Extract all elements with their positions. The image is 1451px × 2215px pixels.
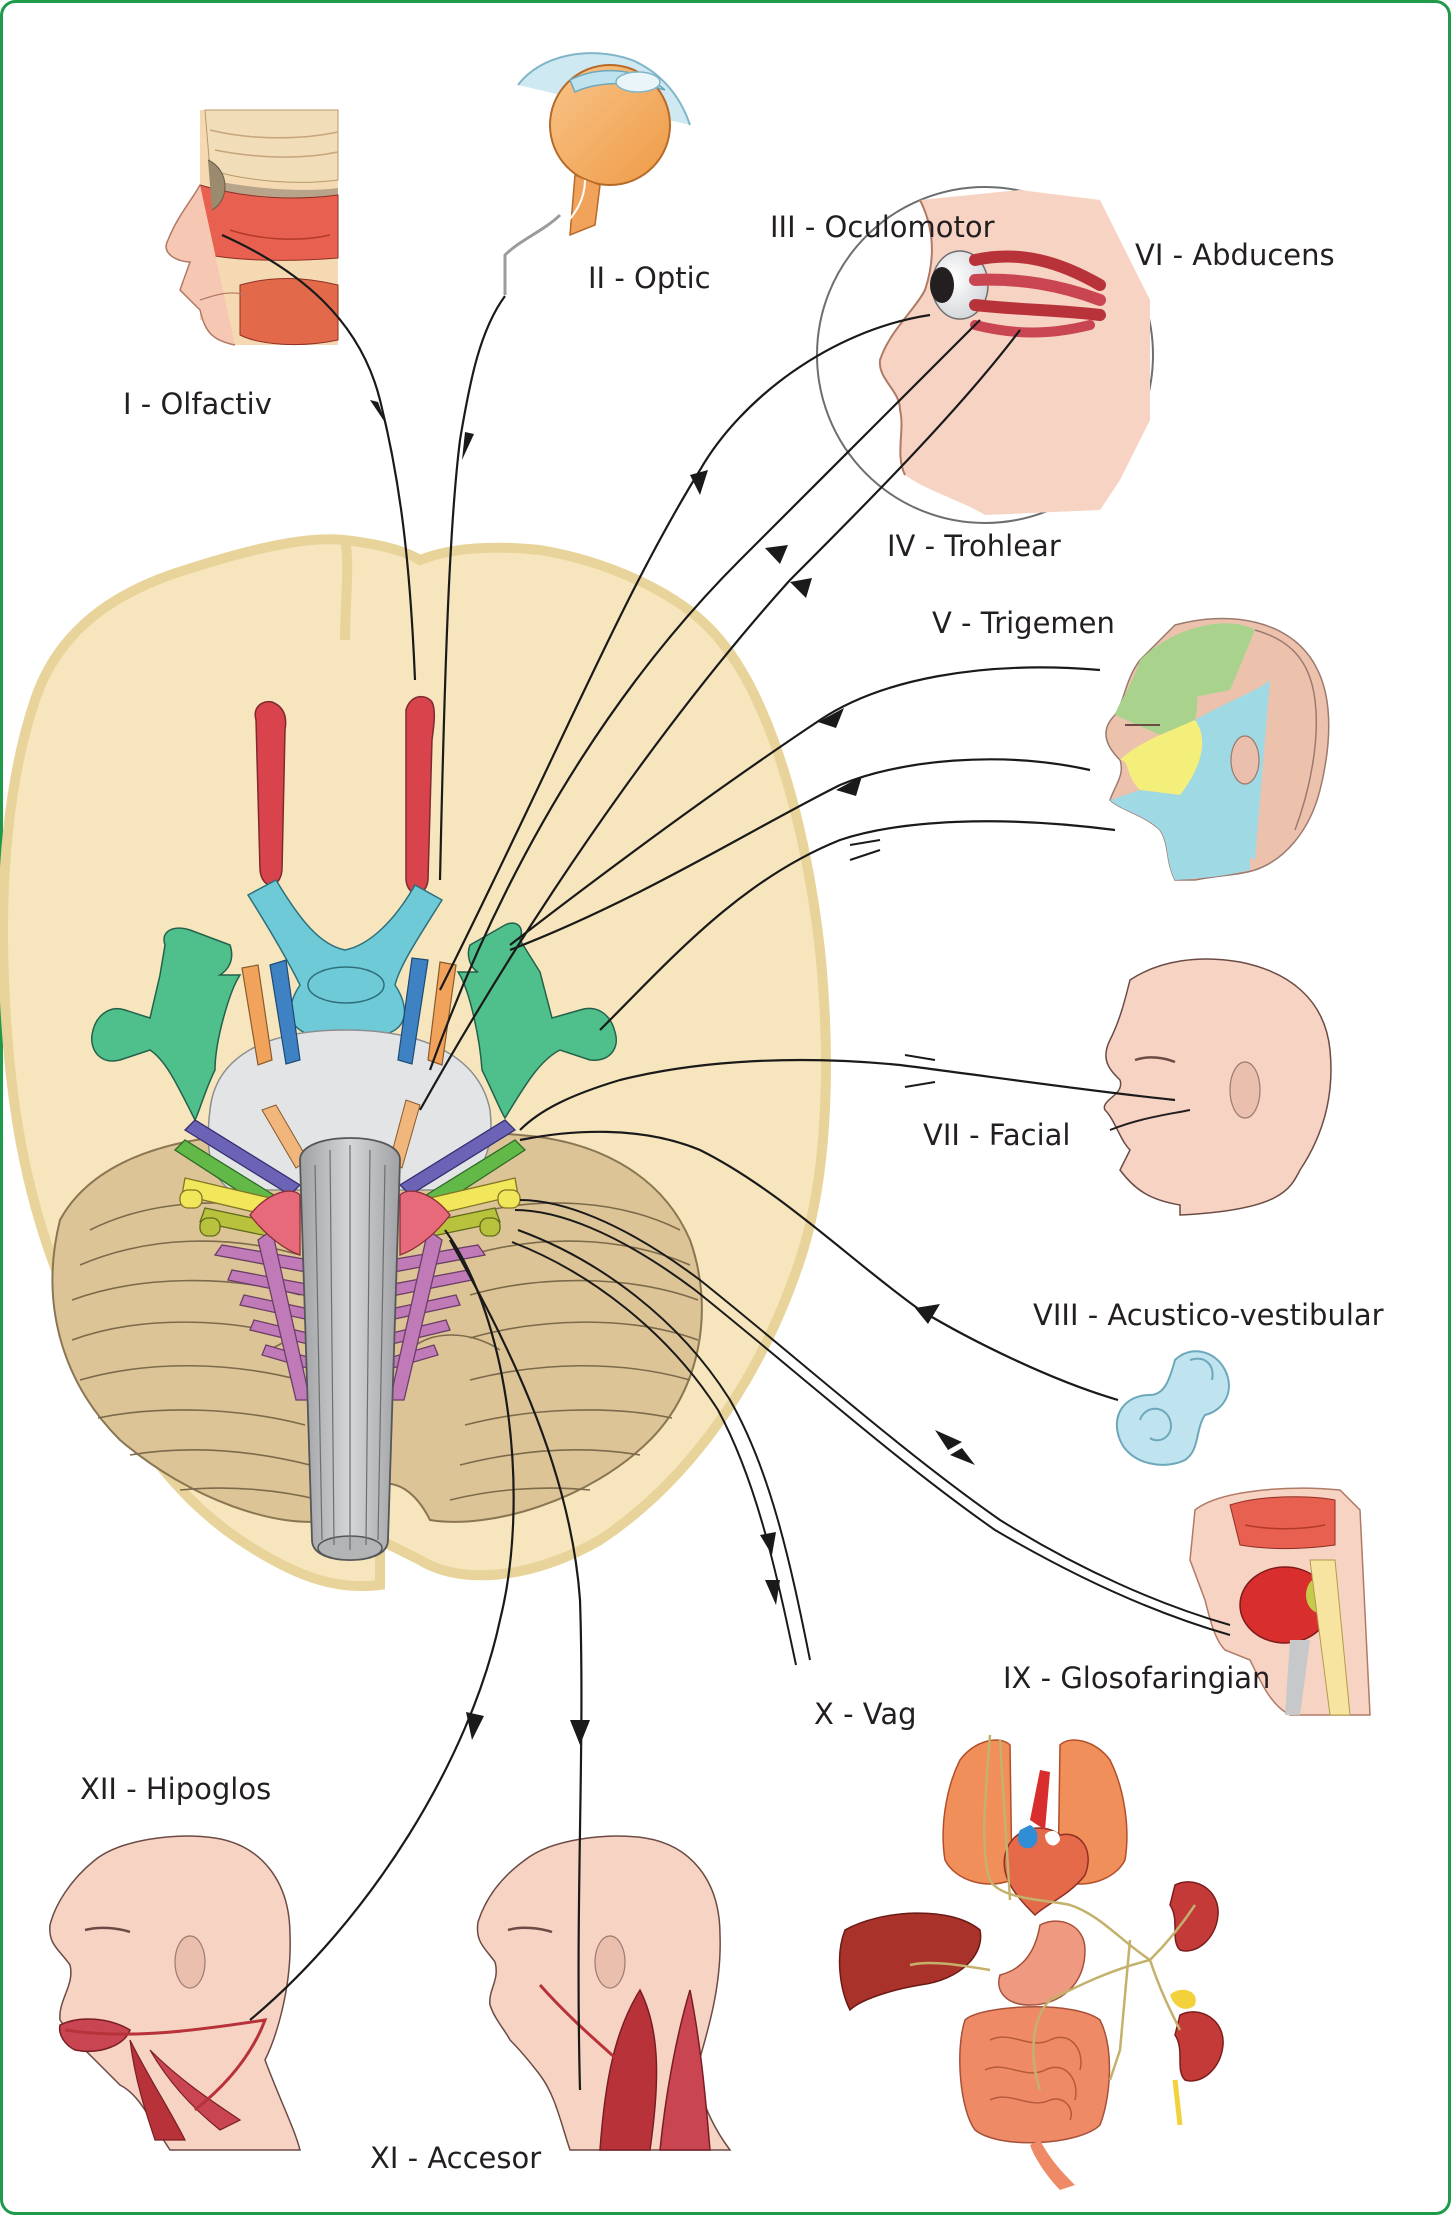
viscera-icon xyxy=(838,1734,1224,2190)
head-profile-icon xyxy=(1103,958,1332,1216)
inner-ear-icon xyxy=(1115,1350,1230,1466)
oculomotor-nerve-left xyxy=(241,964,273,1066)
trochlear-nerve-left xyxy=(269,959,301,1065)
labels: I - Olfactiv II - Optic III - Oculomotor… xyxy=(80,210,1384,2175)
trochlear-nerve-right xyxy=(397,957,429,1065)
olfactory-bulb-left xyxy=(254,700,287,886)
eye-icon xyxy=(517,52,691,237)
head-dermatome-icon xyxy=(1105,617,1330,881)
label-abducens: VI - Abducens xyxy=(1135,238,1335,272)
oculomotor-nerve-right xyxy=(427,961,457,1066)
label-facial: VII - Facial xyxy=(923,1118,1070,1152)
throat-section-icon xyxy=(1189,1487,1371,1716)
nerve-roots-right xyxy=(381,1119,527,1401)
eye-muscles-icon xyxy=(816,186,1154,524)
label-trohlear: IV - Trohlear xyxy=(887,529,1061,563)
nerve-paths xyxy=(221,233,1231,2091)
label-olfactiv: I - Olfactiv xyxy=(123,387,272,421)
trigeminal-ganglion-right xyxy=(456,922,617,1120)
label-optic: II - Optic xyxy=(588,261,711,295)
optic-chiasm xyxy=(246,879,444,1042)
label-glosofaringian: IX - Glosofaringian xyxy=(1003,1661,1270,1695)
label-trigemen: V - Trigemen xyxy=(932,606,1115,640)
tongue-head-icon xyxy=(49,1835,301,2151)
nerve-roots-left xyxy=(173,1119,319,1401)
label-acustico-vestibular: VIII - Acustico-vestibular xyxy=(1033,1298,1384,1332)
trigeminal-ganglion-left xyxy=(91,927,242,1122)
label-vag: X - Vag xyxy=(814,1697,917,1731)
label-accesor: XI - Accesor xyxy=(370,2141,541,2175)
brain-base xyxy=(0,534,831,1592)
neck-muscle-head-icon xyxy=(476,1835,732,2151)
label-hipoglos: XII - Hipoglos xyxy=(80,1772,271,1806)
nose-section-icon xyxy=(165,109,339,346)
label-oculomotor: III - Oculomotor xyxy=(770,210,995,244)
